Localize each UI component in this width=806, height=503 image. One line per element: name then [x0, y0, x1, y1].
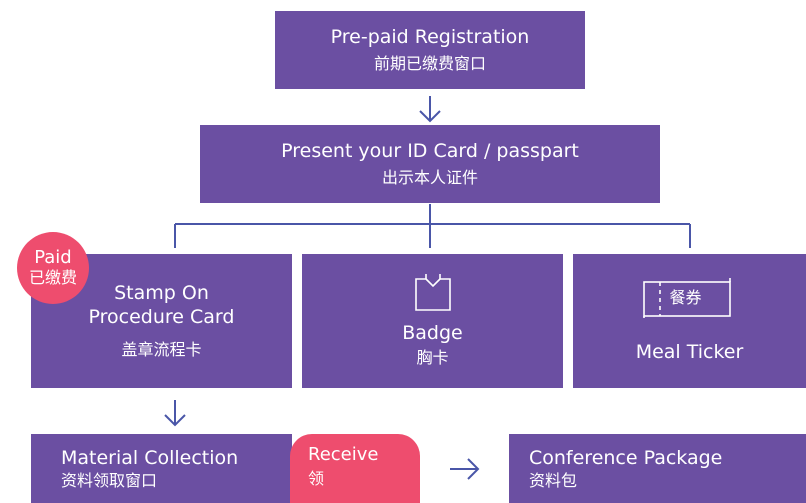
- receive-tag: Receive 领: [290, 434, 420, 503]
- branch-connector: [174, 204, 691, 248]
- conference-package-box: Conference Package 资料包: [509, 434, 806, 503]
- material-collection-box: Material Collection 资料领取窗口: [31, 434, 292, 503]
- meal-ticker-box: 餐券 Meal Ticker: [573, 254, 806, 388]
- receive-tag-zh: 领: [308, 469, 325, 488]
- meal-ticket-label: 餐券: [669, 288, 702, 307]
- badge-en: Badge: [402, 322, 463, 344]
- paid-tag-zh: 已缴费: [28, 268, 77, 287]
- present-id-box: Present your ID Card / passpart 出示本人证件: [200, 125, 660, 203]
- material-collection-en: Material Collection: [61, 447, 239, 469]
- meal-ticker-en: Meal Ticker: [635, 341, 744, 363]
- paid-tag: Paid 已缴费: [17, 232, 89, 304]
- paid-tag-en: Paid: [34, 247, 72, 268]
- arrow-right-icon: [450, 458, 480, 480]
- material-collection-zh: 资料领取窗口: [61, 471, 158, 490]
- conference-package-zh: 资料包: [529, 471, 578, 490]
- badge-box: Badge 胸卡: [302, 254, 563, 388]
- meal-ticket-icon: 餐券: [642, 278, 738, 318]
- stamp-procedure-en2: Procedure Card: [88, 306, 235, 328]
- present-id-en: Present your ID Card / passpart: [281, 140, 579, 162]
- present-id-zh: 出示本人证件: [381, 168, 478, 187]
- prepaid-registration-box: Pre-paid Registration 前期已缴费窗口: [275, 11, 585, 89]
- receive-tag-en: Receive: [308, 444, 379, 465]
- badge-icon: [414, 274, 451, 311]
- prepaid-registration-en: Pre-paid Registration: [330, 26, 530, 48]
- badge-zh: 胸卡: [416, 348, 449, 367]
- stamp-procedure-zh: 盖章流程卡: [121, 340, 202, 359]
- prepaid-registration-zh: 前期已缴费窗口: [373, 54, 486, 73]
- conference-package-en: Conference Package: [529, 447, 723, 469]
- arrow-down-icon: [164, 400, 186, 427]
- stamp-procedure-en1: Stamp On: [114, 282, 209, 304]
- arrow-down-icon: [419, 96, 441, 123]
